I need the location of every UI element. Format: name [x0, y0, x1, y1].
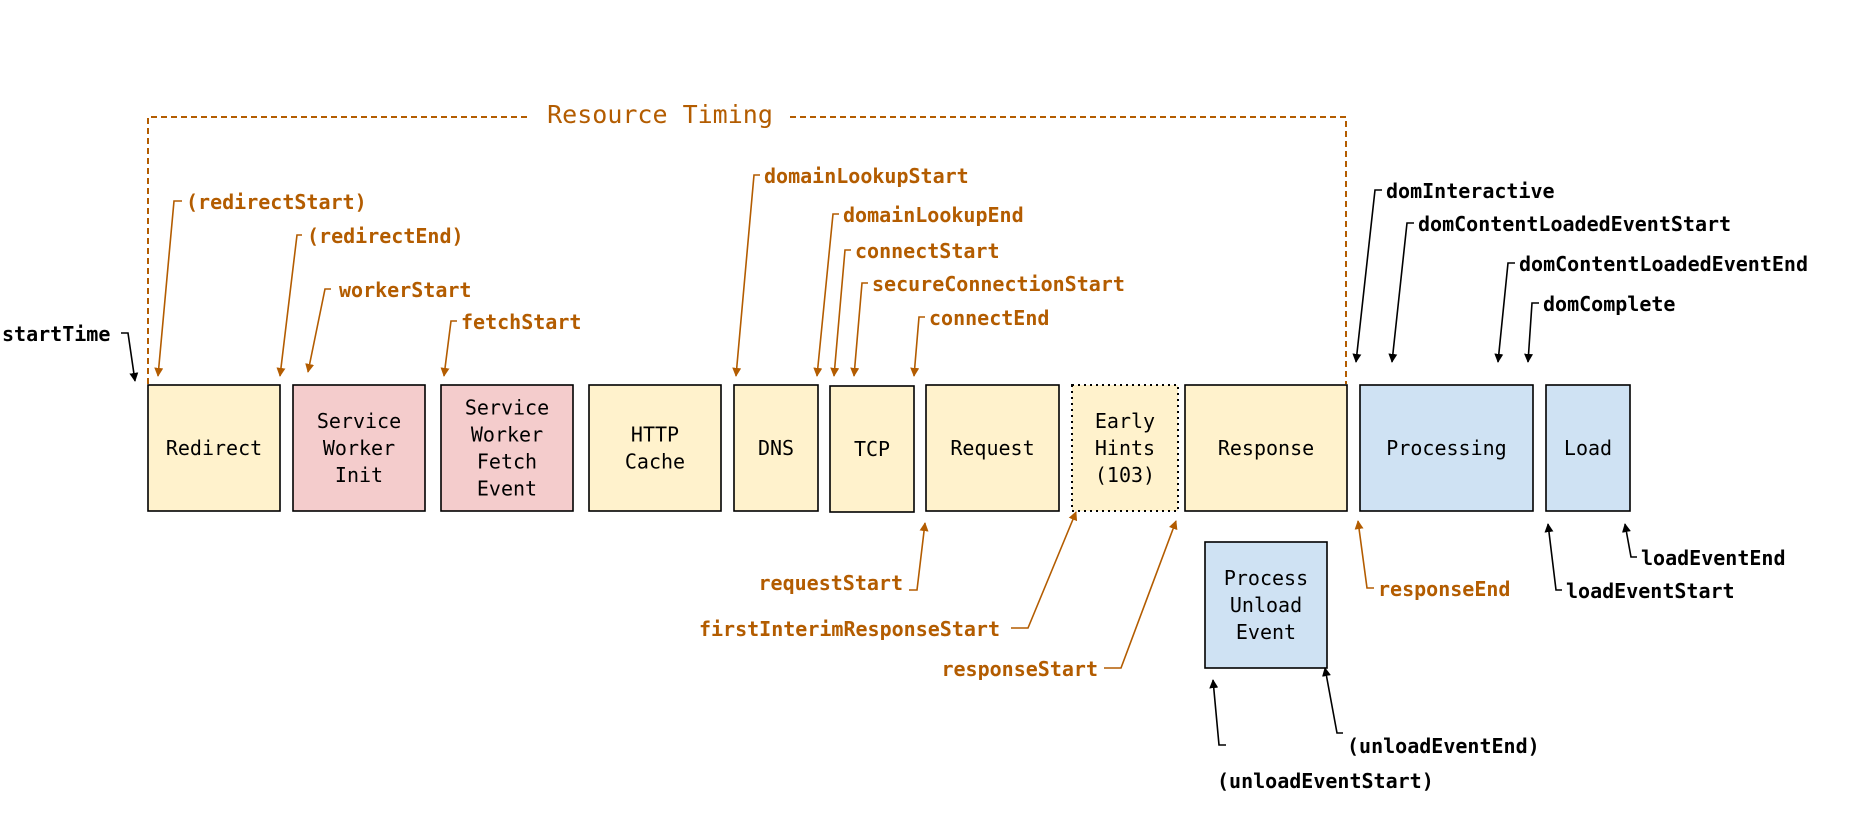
stage-box [1204, 541, 1328, 669]
stage-label-line: Process [1224, 566, 1308, 590]
arrow-unload-event-end [1322, 667, 1343, 734]
label-domain-lookup-end: domainLookupEnd [843, 203, 1024, 227]
label-dom-content-loaded-event-start: domContentLoadedEventStart [1418, 212, 1731, 236]
label-unload-event-start: (unloadEventStart) [1217, 769, 1434, 793]
stage-box [829, 385, 915, 513]
label-load-event-start: loadEventStart [1566, 579, 1735, 603]
label-redirect-end: (redirectEnd) [307, 224, 464, 248]
arrow-connect-start [830, 249, 851, 377]
arrow-request-start [909, 522, 929, 591]
arrow-dom-complete [1524, 302, 1539, 363]
stage-label-line: Worker [323, 436, 395, 460]
arrow-fetch-start [440, 320, 457, 377]
label-connect-start: connectStart [855, 239, 1000, 263]
label-response-end: responseEnd [1378, 577, 1510, 601]
label-domain-lookup-start: domainLookupStart [764, 164, 969, 188]
stage-dns: DNS [733, 384, 819, 512]
stage-label-line: Hints [1095, 436, 1155, 460]
arrow-domain-lookup-start [732, 174, 760, 377]
stage-box [440, 384, 574, 512]
bracket-right-line [790, 116, 1347, 384]
label-dom-content-loaded-event-end: domContentLoadedEventEnd [1519, 252, 1808, 276]
resource-timing-title: Resource Timing [547, 100, 773, 129]
label-start-time: startTime [2, 322, 110, 346]
arrow-load-event-end [1622, 523, 1637, 558]
arrow-redirect-end [276, 234, 302, 377]
stage-box [292, 384, 426, 512]
stage-box [147, 384, 281, 512]
stage-load: Load [1545, 384, 1631, 512]
stage-label-line: DNS [758, 436, 794, 460]
stage-label-line: Processing [1386, 436, 1506, 460]
label-connect-end: connectEnd [929, 306, 1049, 330]
stage-label-line: Service [465, 396, 549, 420]
stage-box [1071, 384, 1179, 512]
stage-redirect: Redirect [147, 384, 281, 512]
label-unload-event-end: (unloadEventEnd) [1347, 734, 1540, 758]
stage-box [925, 384, 1060, 512]
stage-response: Response [1184, 384, 1348, 512]
label-dom-complete: domComplete [1543, 292, 1675, 316]
arrow-worker-start [305, 288, 331, 373]
stage-label-line: Load [1564, 436, 1612, 460]
stage-label-line: Response [1218, 436, 1314, 460]
stage-box [733, 384, 819, 512]
stage-label-line: Redirect [166, 436, 262, 460]
stage-http-cache: HTTP Cache [588, 384, 722, 512]
stages: RedirectServiceWorkerInitServiceWorkerFe… [147, 384, 1631, 669]
stage-request: Request [925, 384, 1060, 512]
label-load-event-end: loadEventEnd [1641, 546, 1786, 570]
arrows [121, 174, 1637, 746]
arrow-secure-connection-start [850, 282, 868, 377]
label-first-interim-response-start: firstInterimResponseStart [699, 617, 1000, 641]
arrow-domain-lookup-end [813, 213, 839, 377]
label-worker-start: workerStart [339, 278, 471, 302]
label-fetch-start: fetchStart [461, 310, 581, 334]
stage-label-line: Unload [1230, 593, 1302, 617]
arrow-unload-event-start [1209, 679, 1226, 746]
stage-label-line: Event [1236, 620, 1296, 644]
stage-box [1359, 384, 1534, 512]
stage-label-line: Event [477, 477, 537, 501]
label-request-start: requestStart [759, 571, 904, 595]
bracket-left-line [147, 116, 528, 384]
stage-box [1545, 384, 1631, 512]
arrow-response-start [1104, 520, 1178, 669]
stage-label-line: TCP [854, 437, 890, 461]
arrow-response-end [1354, 520, 1374, 589]
stage-label-line: Request [950, 436, 1034, 460]
stage-label-line: (103) [1095, 463, 1155, 487]
arrow-connect-end [910, 316, 925, 377]
stage-label-line: Worker [471, 423, 543, 447]
arrow-load-event-start [1544, 523, 1562, 591]
arrow-dom-interactive [1352, 189, 1382, 363]
label-response-start: responseStart [941, 657, 1098, 681]
arrow-redirect-start [154, 200, 182, 377]
stage-label-line: Cache [625, 450, 685, 474]
arrow-first-interim-response-start [1011, 511, 1078, 629]
label-secure-connection-start: secureConnectionStart [872, 272, 1125, 296]
stage-label-line: HTTP [631, 423, 679, 447]
stage-label-line: Init [335, 463, 383, 487]
timing-labels: startTime (redirectStart) (redirectEnd) wor… [2, 164, 1808, 793]
stage-label-line: Service [317, 409, 401, 433]
stage-label-line: Early [1095, 409, 1155, 433]
stage-box [588, 384, 722, 512]
arrow-dom-content-loaded-event-start [1388, 222, 1414, 363]
stage-tcp: TCP [829, 385, 915, 513]
arrow-dom-content-loaded-event-end [1494, 262, 1515, 363]
stage-label-line: Fetch [477, 450, 537, 474]
stage-processing: Processing [1359, 384, 1534, 512]
arrow-start-time [121, 332, 139, 382]
label-dom-interactive: domInteractive [1386, 179, 1555, 203]
resource-timing-bracket: Resource Timing [147, 100, 1347, 384]
stage-box [1184, 384, 1348, 512]
label-redirect-start: (redirectStart) [186, 190, 367, 214]
